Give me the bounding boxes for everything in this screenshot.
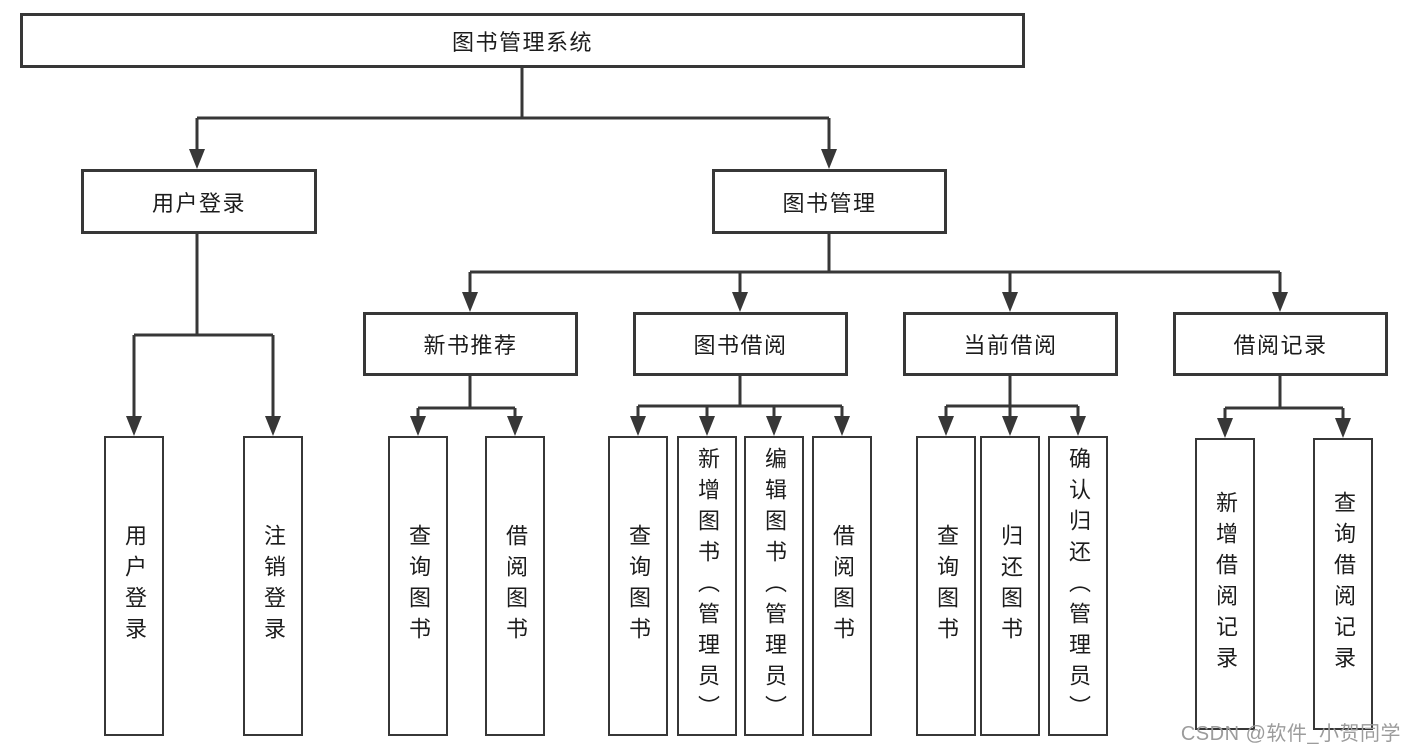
leaf-borrow-book-2-label: 借阅图书 [830,524,855,648]
leaf-query-borrow-record-label: 查询借阅记录 [1331,491,1356,677]
node-user-login-label: 用户登录 [151,190,246,216]
node-library-system: 图书管理系统 [20,13,1025,68]
node-borrow-records: 借阅记录 [1173,312,1388,376]
leaf-confirm-return-admin-label: 确认归还（管理员） [1066,446,1091,726]
leaf-edit-book-admin: 编辑图书（管理员） [744,436,804,736]
node-new-book-recommend: 新书推荐 [363,312,578,376]
leaf-edit-book-admin-label: 编辑图书（管理员） [762,446,787,726]
leaf-borrow-book-2: 借阅图书 [812,436,872,736]
leaf-user-login: 用户登录 [104,436,164,736]
node-book-borrow-label: 图书借阅 [693,333,788,358]
leaf-user-login-label: 用户登录 [122,524,147,648]
node-borrow-records-label: 借阅记录 [1233,333,1328,358]
leaf-borrow-book-1-label: 借阅图书 [503,524,528,648]
leaf-query-book-1: 查询图书 [388,436,448,736]
leaf-return-book: 归还图书 [980,436,1040,736]
csdn-watermark: CSDN @软件_小贺同学 [1180,723,1401,745]
leaf-add-borrow-record: 新增借阅记录 [1195,438,1255,730]
leaf-logout: 注销登录 [243,436,303,736]
node-book-management-label: 图书管理 [782,190,877,216]
node-current-borrow-label: 当前借阅 [963,333,1058,358]
leaf-confirm-return-admin: 确认归还（管理员） [1048,436,1108,736]
leaf-add-book-admin-label: 新增图书（管理员） [695,446,720,726]
node-library-system-label: 图书管理系统 [451,29,593,55]
node-book-borrow: 图书借阅 [633,312,848,376]
leaf-query-borrow-record: 查询借阅记录 [1313,438,1373,730]
arrowheads [126,149,1351,438]
leaf-add-borrow-record-label: 新增借阅记录 [1213,491,1238,677]
leaf-return-book-label: 归还图书 [998,524,1023,648]
node-book-management: 图书管理 [712,169,947,234]
leaf-query-book-2-label: 查询图书 [626,524,651,648]
leaf-logout-label: 注销登录 [261,524,286,648]
leaf-borrow-book-1: 借阅图书 [485,436,545,736]
node-current-borrow: 当前借阅 [903,312,1118,376]
leaf-query-book-3-label: 查询图书 [934,524,959,648]
leaf-query-book-3: 查询图书 [916,436,976,736]
leaf-query-book-2: 查询图书 [608,436,668,736]
node-new-book-recommend-label: 新书推荐 [423,333,518,358]
node-user-login: 用户登录 [81,169,317,234]
leaf-add-book-admin: 新增图书（管理员） [677,436,737,736]
leaf-query-book-1-label: 查询图书 [406,524,431,648]
